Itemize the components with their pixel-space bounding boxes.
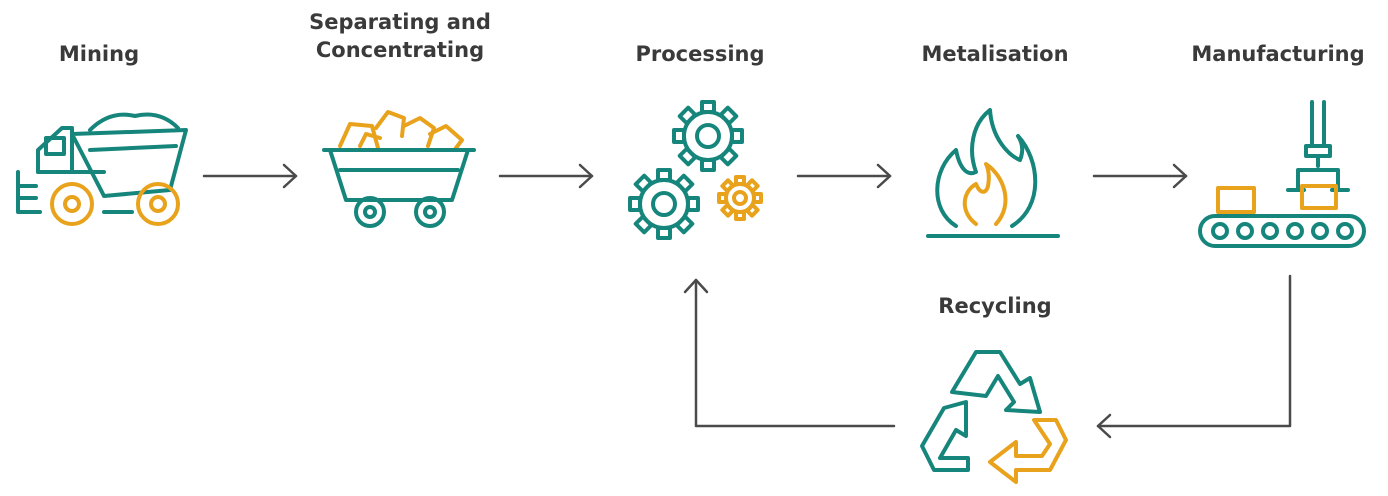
arrow-processing-to-metalisation bbox=[796, 163, 892, 189]
conveyor-robot-arm-icon bbox=[1198, 100, 1366, 248]
stage-label-processing: Processing bbox=[635, 42, 765, 66]
stage-label-metalisation: Metalisation bbox=[921, 42, 1069, 66]
stage-label-recycling: Recycling bbox=[938, 294, 1052, 318]
stage-label-separating-line1: Separating and bbox=[309, 10, 491, 34]
ore-cart-icon bbox=[322, 110, 476, 228]
arrow-manufacturing-to-recycling bbox=[1096, 274, 1292, 439]
stage-label-separating: Separating and Concentrating bbox=[285, 8, 515, 64]
stage-label-separating-line2: Concentrating bbox=[315, 38, 485, 62]
recycle-icon bbox=[920, 350, 1068, 484]
arrow-recycling-to-processing bbox=[683, 278, 896, 428]
dump-truck-icon bbox=[16, 112, 188, 226]
stage-label-manufacturing: Manufacturing bbox=[1191, 42, 1365, 66]
arrow-separating-to-processing bbox=[498, 163, 594, 189]
gears-icon bbox=[628, 100, 763, 240]
flame-icon bbox=[926, 108, 1060, 238]
arrow-mining-to-separating bbox=[202, 163, 298, 189]
arrow-metalisation-to-manufacturing bbox=[1092, 163, 1188, 189]
stage-label-mining: Mining bbox=[58, 42, 140, 66]
